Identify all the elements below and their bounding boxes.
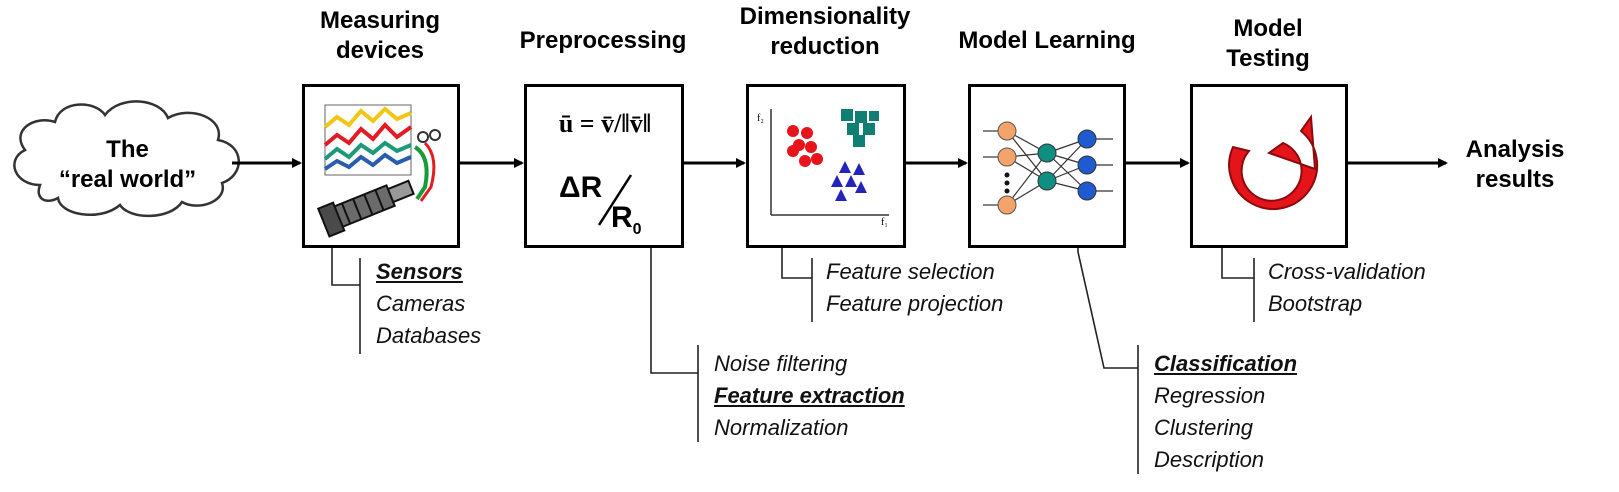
box-learning — [968, 84, 1126, 248]
annotation-databases: Databases — [376, 323, 482, 348]
stage-title-preprocessing: Preprocessing — [519, 27, 687, 54]
real-world-cloud — [13, 100, 240, 218]
annotation-feature-extraction: Feature extraction — [714, 383, 905, 408]
axis-label-y: f₂ — [757, 113, 764, 124]
stage-title-testing: Model Testing — [1226, 15, 1310, 72]
formula-delta-r: ΔR — [559, 171, 603, 204]
fraction-slash — [597, 174, 633, 226]
formula-r0: R0 — [611, 201, 642, 239]
box-preprocessing: ū = v̄/‖v̄‖ ΔR R0 — [524, 84, 684, 248]
output-label-line1: Analysis — [1465, 136, 1565, 163]
connector-preprocessing — [650, 247, 698, 374]
sensor-signals-icon — [316, 104, 441, 238]
annotation-normalization: Normalization — [714, 415, 849, 440]
connector-learning — [1077, 247, 1138, 369]
stage-title-learning: Model Learning — [958, 27, 1136, 54]
output-label-line2: results — [1475, 166, 1555, 193]
annotations-dimred: Feature selection Feature projection — [826, 256, 1003, 320]
annotation-sensors: Sensors — [376, 259, 463, 284]
formula-r0-sub: 0 — [632, 221, 642, 238]
neural-network-icon — [983, 121, 1113, 215]
box-dimred: f₂ f₁ — [746, 84, 906, 248]
output-label: Analysis results — [1456, 135, 1574, 195]
stage-title-measuring: Measuring devices — [319, 7, 441, 64]
input-label-line1: The — [106, 136, 149, 163]
circular-arrow-icon — [1228, 114, 1319, 211]
input-label: The “real world” — [55, 135, 200, 195]
connector-dimred — [781, 247, 812, 279]
scatter-clusters-icon — [770, 109, 889, 216]
annotation-noise-filtering: Noise filtering — [714, 351, 848, 376]
annotation-feature-projection: Feature projection — [826, 291, 1004, 316]
formula-normalize: ū = v̄/‖v̄‖ — [558, 109, 652, 138]
annotation-cross-validation: Cross-validation — [1268, 259, 1426, 284]
annotations-learning: Classification Regression Clustering Des… — [1154, 348, 1297, 476]
connector-measuring — [331, 247, 360, 286]
stage-title-dimred: Dimensionality reduction — [739, 3, 911, 60]
annotations-preprocessing: Noise filtering Feature extraction Norma… — [714, 348, 905, 444]
box-measuring — [302, 84, 460, 248]
annotation-bootstrap: Bootstrap — [1268, 291, 1363, 316]
annotations-measuring: Sensors Cameras Databases — [376, 256, 481, 352]
formula-r: R — [611, 201, 633, 234]
annotation-classification: Classification — [1154, 351, 1298, 376]
input-label-line2: “real world” — [58, 166, 197, 193]
connector-testing — [1221, 247, 1254, 279]
annotation-description: Description — [1154, 447, 1265, 472]
annotation-cameras: Cameras — [376, 291, 466, 316]
annotation-clustering: Clustering — [1154, 415, 1254, 440]
axis-label-x: f₁ — [881, 217, 888, 228]
annotation-feature-selection: Feature selection — [826, 259, 995, 284]
annotation-regression: Regression — [1154, 383, 1266, 408]
box-testing — [1190, 84, 1348, 248]
annotations-testing: Cross-validation Bootstrap — [1268, 256, 1426, 320]
